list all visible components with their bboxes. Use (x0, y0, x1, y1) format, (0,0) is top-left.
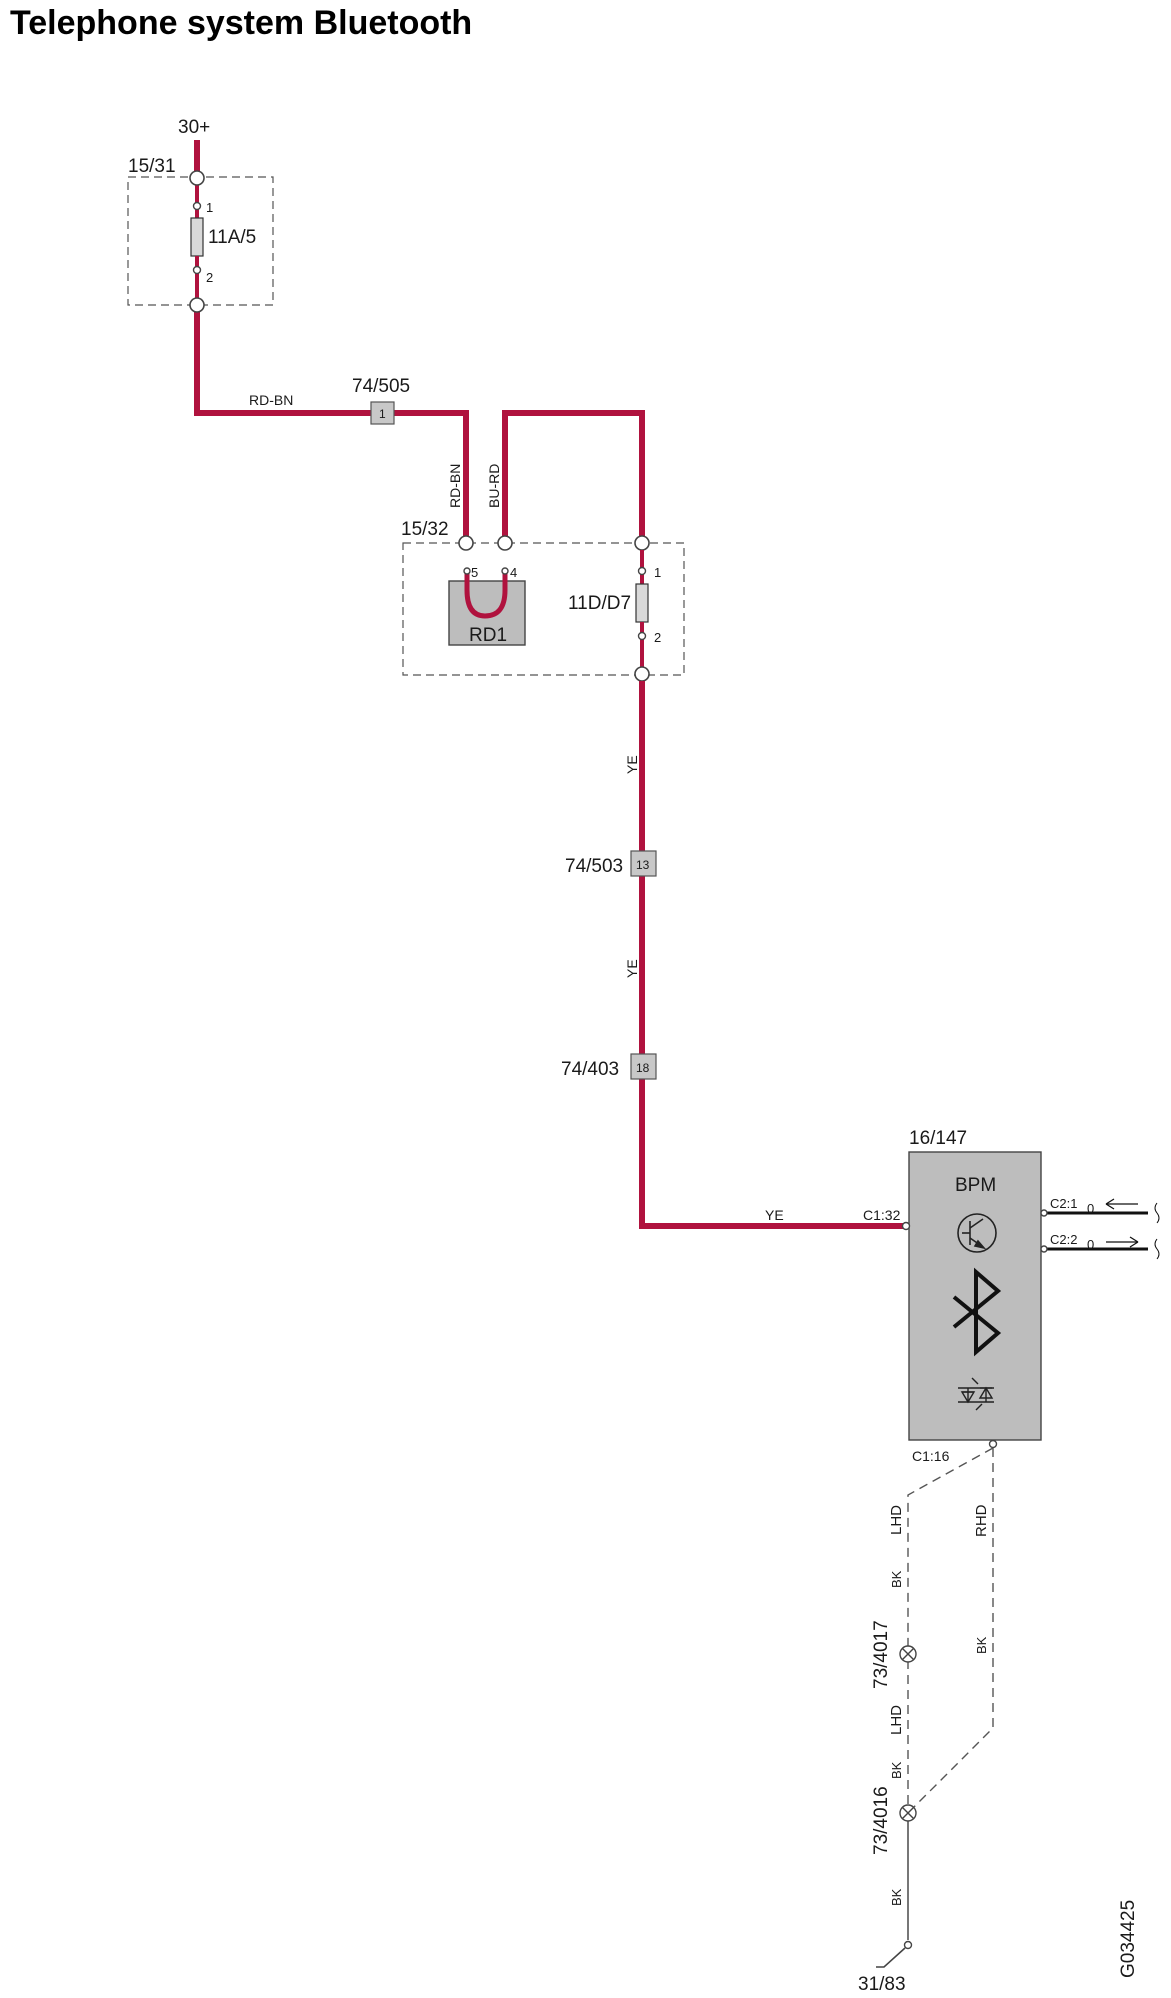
fuse-11dd7 (635, 583, 649, 623)
wire-lhd-dashed (907, 1447, 994, 1648)
break-mark-1 (1154, 1202, 1160, 1224)
label-lhd-2: LHD (888, 1705, 905, 1735)
node-fuse-in (189, 170, 205, 186)
label-connector-74-503: 74/503 (565, 856, 623, 877)
fuse-box-15-32 (402, 542, 685, 676)
pin-relay-4 (501, 567, 509, 575)
node-15-32-c (634, 535, 650, 551)
label-rhd: RHD (973, 1504, 990, 1537)
label-fuse-box-15-32: 15/32 (401, 519, 449, 540)
transistor-icon (957, 1213, 997, 1253)
label-wire-bu-rd-v: BU-RD (486, 464, 502, 508)
pin-relay-5 (463, 567, 471, 575)
label-fuse-pin-1: 1 (206, 200, 213, 215)
label-wire-rd-bn-h: RD-BN (249, 392, 293, 408)
label-bk-3: BK (889, 1888, 904, 1906)
label-connector-505-pin: 1 (379, 407, 386, 421)
ground-symbol (876, 1940, 913, 1968)
break-mark-2 (1154, 1238, 1160, 1260)
label-connector-403-pin: 18 (636, 1061, 650, 1075)
diode-pair-icon (958, 1377, 994, 1411)
label-ground-73-4016: 73/4016 (871, 1786, 892, 1855)
pin-c1-32 (901, 1221, 911, 1231)
label-supply-30: 30+ (178, 117, 210, 138)
label-pin-c1-32: C1:32 (863, 1207, 901, 1223)
label-bk-rhd: BK (974, 1636, 989, 1654)
label-relay-pin-5: 5 (471, 565, 478, 580)
label-ground-31-83: 31/83 (858, 1974, 906, 1995)
label-lhd-1: LHD (888, 1505, 905, 1535)
label-wire-rd-bn-v: RD-BN (447, 464, 463, 508)
label-bk-1: BK (889, 1570, 904, 1588)
pin-fuse1-1 (192, 201, 202, 211)
arrow-in-icon (1105, 1198, 1138, 1210)
pin-c1-16 (988, 1439, 998, 1449)
label-connector-74-403: 74/403 (561, 1059, 619, 1080)
pin-fuse2-1 (637, 566, 647, 576)
label-pin-c1-16: C1:16 (912, 1448, 950, 1464)
pin-fuse1-2 (192, 265, 202, 275)
relay-rd1-loop (464, 571, 508, 619)
label-fuse2-pin-1: 1 (654, 565, 661, 580)
node-15-32-b (497, 535, 513, 551)
wire-rhd-dashed (907, 1448, 994, 1814)
wire-bu-rd (502, 410, 645, 543)
label-fuse2-pin-2: 2 (654, 630, 661, 645)
label-ground-73-4017: 73/4017 (871, 1620, 892, 1689)
c2-lines (1040, 1198, 1160, 1260)
ground-point-73-4017 (899, 1645, 917, 1663)
label-fuse-box-15-31: 15/31 (128, 156, 176, 177)
label-pin-c2-1: C2:1 (1050, 1196, 1077, 1211)
ground-point-73-4016 (899, 1804, 917, 1822)
relay-rd1 (448, 580, 526, 646)
node-fuse2-out (634, 666, 650, 682)
label-module-16-147: 16/147 (909, 1128, 967, 1149)
label-bk-2: BK (889, 1761, 904, 1779)
label-relay-rd1: RD1 (469, 625, 507, 646)
connector-74-403 (630, 1053, 657, 1080)
label-fuse-11dd7: 11D/D7 (568, 593, 631, 614)
label-module-bpm: BPM (955, 1175, 996, 1196)
bluetooth-icon (952, 1267, 1002, 1357)
fuse-11a5 (190, 217, 204, 257)
diagram-title: Telephone system Bluetooth (10, 4, 473, 42)
node-fuse-out (189, 297, 205, 313)
label-fuse-pin-2: 2 (206, 270, 213, 285)
label-fuse-11a5: 11A/5 (208, 227, 256, 248)
label-figure-code: G034425 (1118, 1900, 1139, 1978)
label-wire-ye-1: YE (624, 755, 640, 774)
label-wire-ye-2: YE (624, 959, 640, 978)
label-pin-c2-1-val: 0 (1087, 1201, 1094, 1216)
arrow-out-icon (1106, 1236, 1139, 1248)
label-pin-c2-2: C2:2 (1050, 1232, 1077, 1247)
label-relay-pin-4: 4 (510, 565, 517, 580)
label-connector-503-pin: 13 (636, 858, 650, 872)
label-wire-ye-3: YE (765, 1207, 784, 1223)
label-pin-c2-2-val: 0 (1087, 1237, 1094, 1252)
node-15-32-a (458, 535, 474, 551)
connector-74-505 (370, 401, 395, 425)
pin-fuse2-2 (637, 631, 647, 641)
wire-rd-bn-a (194, 305, 469, 541)
label-connector-74-505: 74/505 (352, 376, 410, 397)
wire-ye (639, 681, 906, 1229)
connector-74-503 (630, 850, 657, 877)
